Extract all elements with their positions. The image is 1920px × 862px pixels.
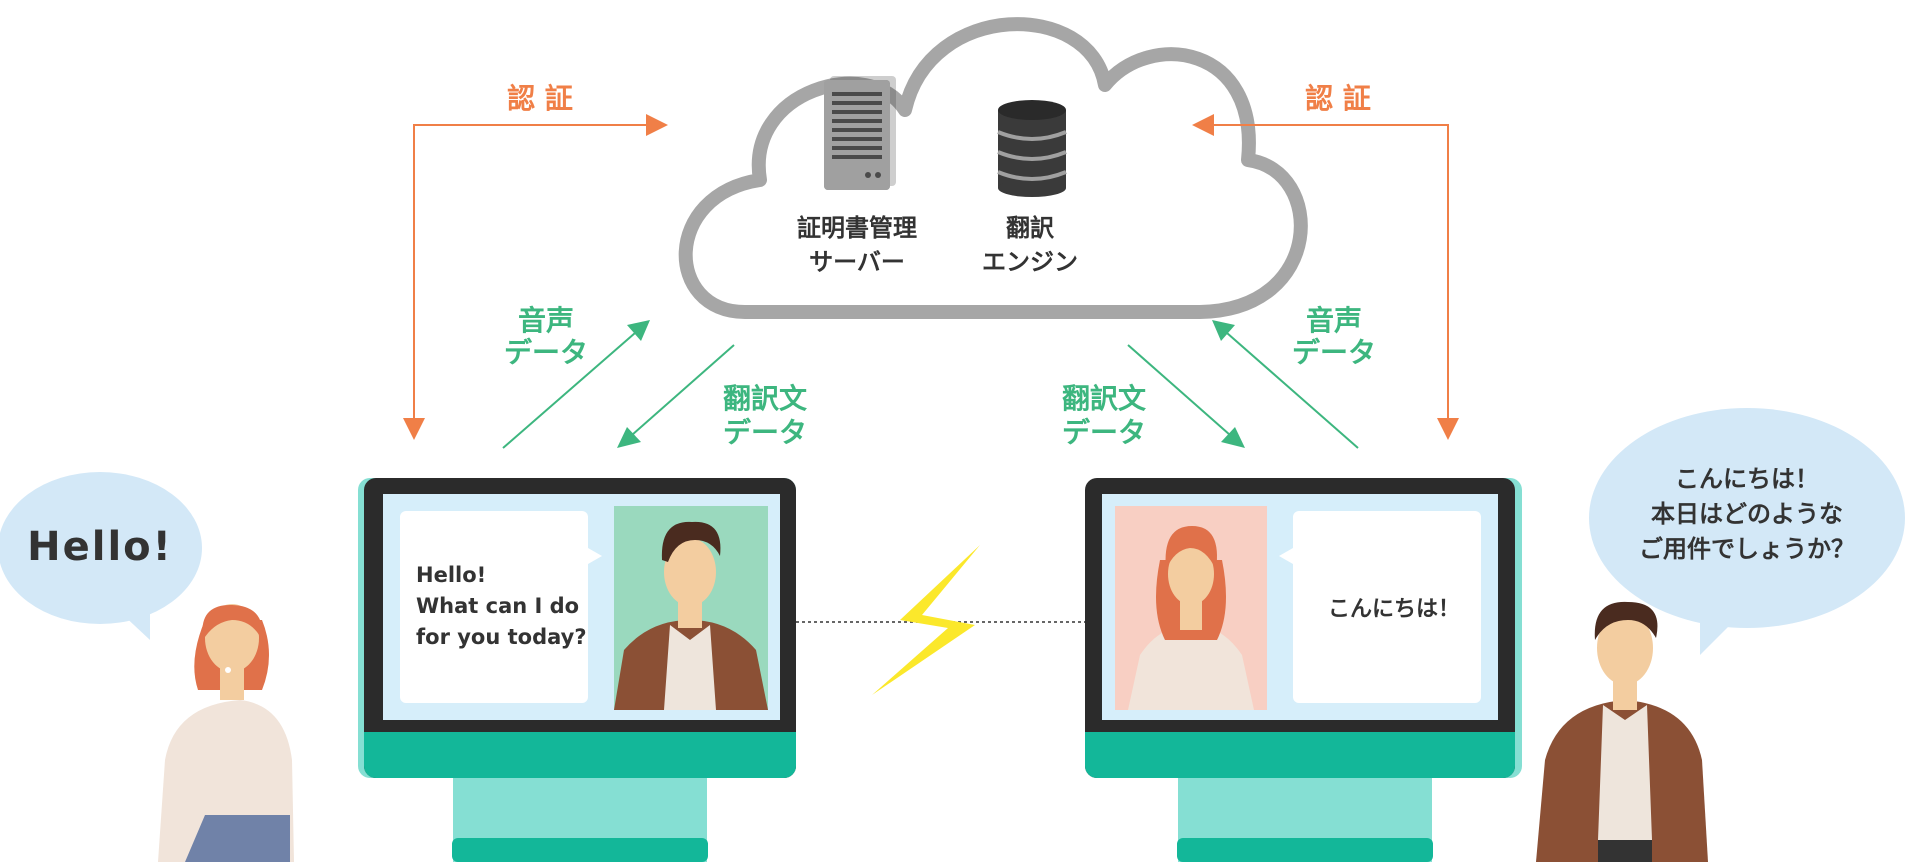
right-speech-line2: 本日はどのような (1651, 500, 1843, 528)
voice-label-left-line2: データ (504, 336, 588, 369)
server-label-line1: 証明書管理 (797, 214, 917, 242)
woman-video-avatar (1115, 506, 1267, 710)
auth-arrow-right (1192, 114, 1459, 440)
left-speech-bubble: Hello! (0, 472, 202, 640)
voice-label-left-line1: 音声 (518, 304, 574, 337)
server-label-line2: サーバー (809, 248, 905, 276)
left-monitor: Hello! What can I do for you today? (358, 478, 796, 862)
voice-label-right-line1: 音声 (1306, 304, 1362, 337)
right-speech-line1: こんにちは！ (1675, 465, 1819, 493)
right-speech-line3: ご用件でしょうか？ (1639, 535, 1855, 563)
left-person (158, 604, 294, 862)
auth-label-left: 認 証 (507, 82, 573, 115)
cloud: 証明書管理 サーバー 翻訳 エンジン (678, 17, 1308, 319)
voice-arrow-left (502, 320, 650, 449)
left-speech-text: Hello! (27, 524, 173, 570)
auth-label-right: 認 証 (1305, 82, 1371, 115)
right-monitor: こんにちは！ (1085, 478, 1522, 862)
right-person (1536, 601, 1708, 862)
translated-label-left-line1: 翻訳文 (723, 382, 807, 415)
database-icon (997, 100, 1067, 197)
auth-arrow-left (403, 114, 668, 440)
engine-label-line2: エンジン (982, 248, 1078, 276)
server-icon (824, 76, 896, 190)
translated-label-right-line2: データ (1062, 416, 1146, 449)
man-video-avatar (614, 506, 768, 710)
engine-label-line1: 翻訳 (1006, 214, 1055, 242)
left-monitor-message-line2: What can I do (416, 594, 579, 618)
lightning-icon (872, 545, 980, 695)
translated-arrow-left (617, 344, 735, 448)
voice-label-right-line2: データ (1292, 336, 1376, 369)
translated-label-left-line2: データ (723, 416, 807, 449)
right-monitor-message: こんにちは！ (1328, 597, 1460, 622)
translated-label-right-line1: 翻訳文 (1062, 382, 1146, 415)
left-monitor-message-line1: Hello! (416, 563, 486, 587)
translated-arrow-right (1127, 344, 1245, 448)
right-speech-bubble: こんにちは！ 本日はどのような ご用件でしょうか？ (1589, 408, 1905, 655)
voice-arrow-right (1212, 320, 1359, 449)
left-monitor-message-line3: for you today? (416, 625, 587, 649)
